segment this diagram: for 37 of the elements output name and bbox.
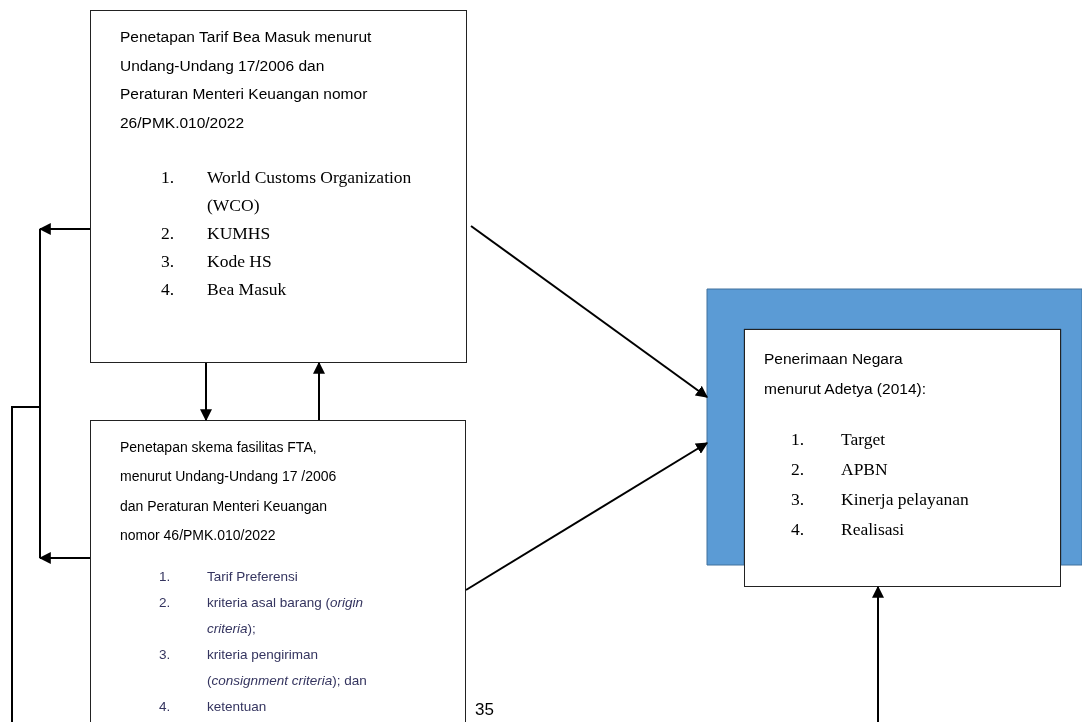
list-item: kriteria asal barang (origin criteria);	[207, 594, 365, 639]
list-item: APBN	[841, 458, 889, 481]
list-number: 2.	[791, 458, 806, 481]
list-item: Realisasi	[841, 518, 906, 541]
list-number: 3.	[791, 488, 806, 511]
list-number: 3.	[159, 646, 172, 665]
list-item: Kinerja pelayanan	[841, 488, 970, 511]
text-box	[90, 420, 466, 722]
text-box	[90, 10, 467, 363]
arrow	[38, 223, 91, 235]
list-number: 4.	[159, 698, 172, 717]
list-number: 2.	[161, 222, 176, 245]
box-heading: Penerimaan Negara menurut Adetya (2014):	[764, 349, 927, 399]
page-number: 35	[475, 700, 494, 720]
list-item: Target	[841, 428, 887, 451]
list-item: ketentuan	[207, 698, 268, 717]
list-number: 1.	[161, 166, 176, 189]
list-item: Bea Masuk	[207, 278, 288, 301]
list-item: Kode HS	[207, 250, 273, 273]
list-item: Tarif Preferensi	[207, 568, 299, 587]
list-number: 1.	[159, 568, 172, 587]
arrow	[38, 552, 91, 564]
list-number: 4.	[791, 518, 806, 541]
box-heading: Penetapan skema fasilitas FTA, menurut Undang-Undang 17 /2006 dan Peraturan Menteri Keuangan nomor 46/PMK.010/2022	[120, 438, 338, 545]
box-heading: Penetapan Tarif Bea Masuk menurut Undang-Undang 17/2006 dan Peraturan Menteri Keuangan nomor 26/PMK.010/2022	[120, 27, 373, 133]
arrow	[470, 225, 708, 398]
list-number: 4.	[161, 278, 176, 301]
arrow	[872, 585, 884, 722]
list-item: KUMHS	[207, 222, 272, 245]
arrow	[313, 361, 325, 421]
list-number: 3.	[161, 250, 176, 273]
arrow	[465, 442, 708, 591]
list-item: World Customs Organization (WCO)	[207, 166, 413, 217]
arrow	[200, 362, 212, 422]
list-number: 2.	[159, 594, 172, 613]
text-box	[744, 329, 1061, 587]
list-number: 1.	[791, 428, 806, 451]
